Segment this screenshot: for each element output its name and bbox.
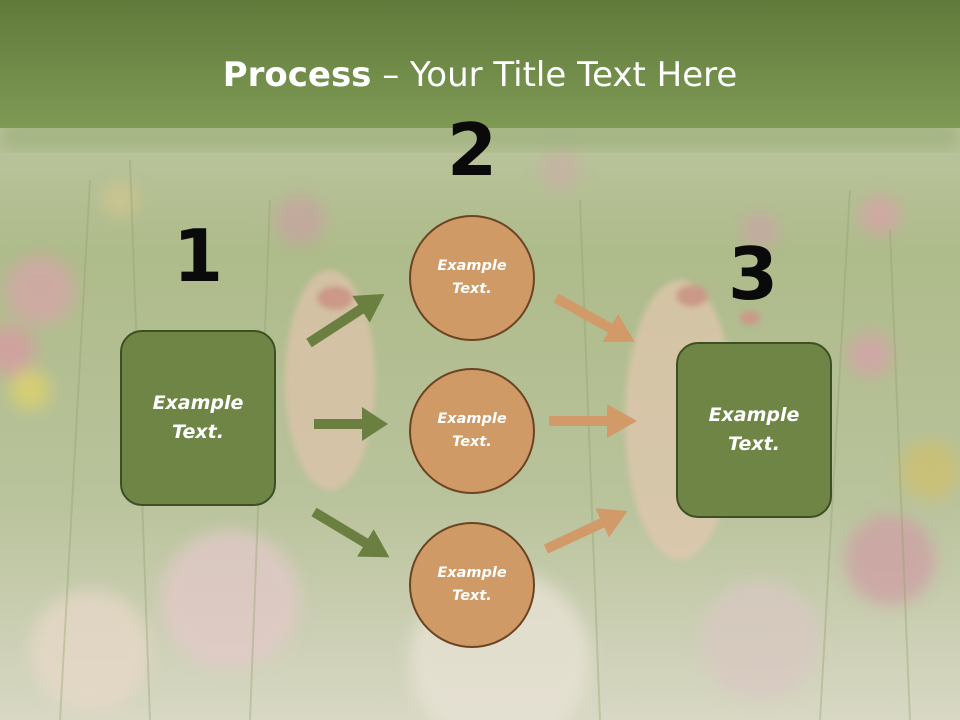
title-bold: Process [222,55,372,95]
step-1-text: Example Text. [152,392,244,443]
title-rest: – Your Title Text Here [371,55,738,95]
step-3-box: Example Text. [676,342,832,518]
step-number-2: 2 [446,108,498,192]
circle-3: Example Text. [409,522,535,648]
step-3-text: Example Text. [708,404,800,455]
circle-3-text: Example Text. [437,565,507,604]
circle-2-text: Example Text. [437,411,507,450]
circle-2: Example Text. [409,368,535,494]
page-title: Process – Your Title Text Here [0,52,960,98]
circle-1: Example Text. [409,215,535,341]
step-1-box: Example Text. [120,330,276,506]
circle-1-text: Example Text. [437,258,507,297]
step-number-3: 3 [727,232,779,316]
step-number-1: 1 [172,214,224,298]
